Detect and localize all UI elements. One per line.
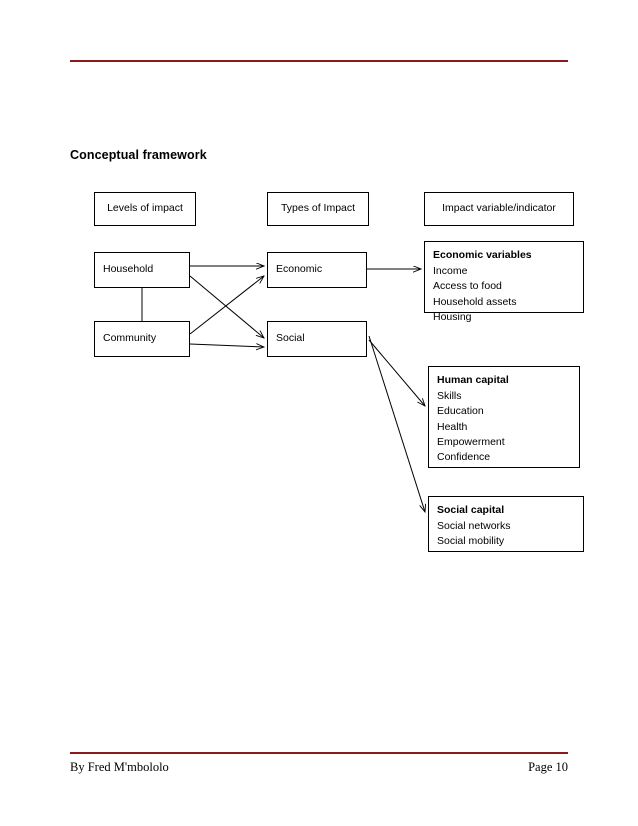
header-label-types-of-impact: Types of Impact [280,202,356,215]
level-label-community: Community [103,332,157,345]
variable-item: Skills [437,390,462,403]
variable-item: Confidence [437,451,491,464]
level-box-household: Household [94,252,190,288]
footer-page-number: Page 10 [528,760,568,774]
level-box-community: Community [94,321,190,357]
level-label-household: Household [103,263,154,276]
variable-box-human-capital: Human capital Skills Education Health Em… [428,366,580,468]
variable-item: Empowerment [437,435,505,448]
page-title: Conceptual framework [70,148,207,162]
page-footer: By Fred M'mbololo Page 10 [70,760,568,775]
connector-social-human-capital [368,339,425,406]
variable-item: Social networks [437,520,511,533]
header-box-types-of-impact: Types of Impact [267,192,369,226]
header-label-levels-of-impact: Levels of impact [107,202,183,215]
type-box-social: Social [267,321,367,357]
variable-item: Household assets [433,295,517,308]
variable-box-economic-variables: Economic variables Income Access to food… [424,241,584,323]
variable-item: Access to food [433,280,502,293]
type-box-economic: Economic [267,252,367,288]
variable-item: Education [437,405,484,418]
connector-community-social [189,344,264,347]
top-horizontal-rule [70,60,568,62]
variable-item: Income [433,265,468,278]
header-box-levels-of-impact: Levels of impact [94,192,196,226]
variable-title-social-capital: Social capital [437,504,505,516]
header-box-impact-variable: Impact variable/indicator [424,192,574,226]
connector-household-social [189,275,264,338]
type-label-social: Social [276,332,305,345]
footer-author: By Fred M'mbololo [70,760,169,774]
connector-social-social-capital [368,335,425,512]
variable-box-social-capital: Social capital Social networks Social mo… [428,496,584,552]
variable-item: Health [437,420,468,433]
type-label-economic: Economic [276,263,323,276]
header-label-impact-variable: Impact variable/indicator [442,202,556,215]
bottom-horizontal-rule [70,752,568,754]
connector-community-economic [189,276,264,335]
variable-item: Social mobility [437,535,505,548]
variable-title-human-capital: Human capital [437,374,509,386]
variable-item: Housing [433,310,472,323]
variable-title-economic-variables: Economic variables [433,249,532,261]
